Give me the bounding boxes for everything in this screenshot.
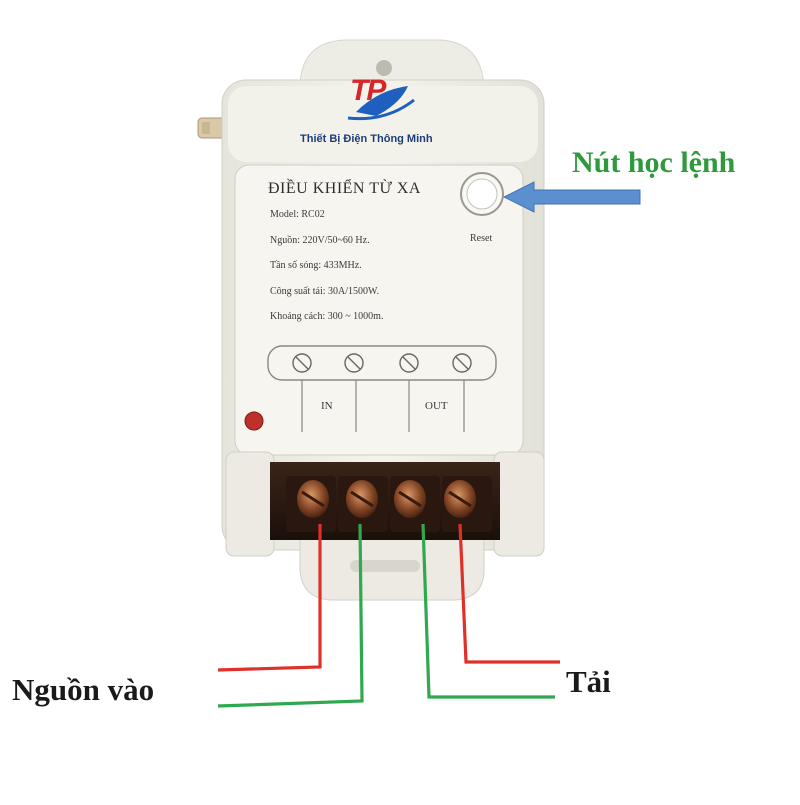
input-neutral-wire xyxy=(217,523,364,708)
spec-line: Model: RC02 xyxy=(270,209,325,220)
spec-line: Khoảng cách: 300 ~ 1000m. xyxy=(270,311,384,322)
learn-button-label: Nút học lệnh xyxy=(572,146,736,179)
terminal-screw xyxy=(394,480,426,518)
bottom-right-tab xyxy=(493,451,545,557)
tp-logo-icon xyxy=(347,86,415,121)
output-live-wire xyxy=(458,523,560,664)
bottom-left-tab xyxy=(225,451,275,557)
terminal-out-label: OUT xyxy=(425,400,448,412)
load-label: Tải xyxy=(566,664,611,699)
label-panel xyxy=(234,164,524,456)
terminal-screw xyxy=(346,480,378,518)
spec-line: Nguồn: 220V/50~60 Hz. xyxy=(270,235,370,246)
spec-line: Tần số sóng: 433MHz. xyxy=(270,260,362,271)
top-mount-tab xyxy=(299,39,485,89)
terminal-screw xyxy=(297,480,329,518)
status-led xyxy=(244,411,264,431)
terminal-block xyxy=(270,462,500,540)
logo-letters: TP xyxy=(350,74,386,107)
mount-hole-top xyxy=(376,60,392,76)
reset-label: Reset xyxy=(470,233,493,244)
reset-button[interactable] xyxy=(460,172,504,216)
device-title: ĐIỀU KHIỂN TỪ XA xyxy=(268,180,421,197)
power-in-label: Nguồn vào xyxy=(12,672,155,707)
spec-line: Công suất tải: 30A/1500W. xyxy=(270,286,380,297)
terminal-label-diagram xyxy=(267,345,497,432)
brand-tagline: Thiết Bị Điện Thông Minh xyxy=(300,133,433,145)
input-live-wire xyxy=(217,524,322,672)
output-neutral-wire xyxy=(421,523,555,699)
terminal-screw xyxy=(444,480,476,518)
pointer-arrow xyxy=(502,181,641,213)
terminal-in-label: IN xyxy=(321,400,333,412)
